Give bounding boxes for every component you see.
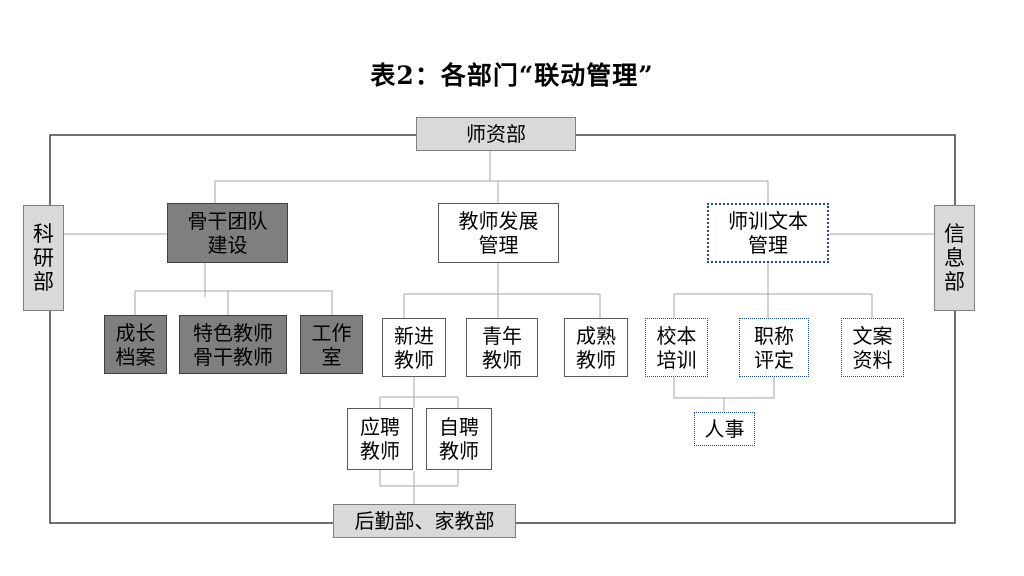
- develop-line-1: 教师发展: [458, 209, 539, 233]
- hired-line-1: 应聘: [360, 415, 400, 439]
- title-eval-line-2: 评定: [754, 347, 794, 372]
- node-young-teachers: 青年 教师: [466, 318, 538, 377]
- node-studio: 工作 室: [300, 315, 363, 374]
- growth-line-2: 档案: [115, 344, 156, 369]
- node-mature-teachers: 成熟 教师: [564, 318, 628, 377]
- node-logistics-family: 后勤部、家教部: [333, 504, 516, 538]
- node-self-hired-teachers: 自聘 教师: [426, 408, 492, 470]
- growth-line-1: 成长: [115, 320, 156, 345]
- hr-label: 人事: [704, 417, 745, 441]
- hired-line-2: 教师: [360, 439, 400, 463]
- mature-line-2: 教师: [576, 347, 616, 372]
- docs-line-1: 文案: [852, 323, 893, 348]
- research-dept-char-2: 研: [33, 245, 54, 270]
- node-logistics-family-label: 后勤部、家教部: [354, 509, 495, 533]
- title-eval-line-1: 职称: [754, 323, 794, 348]
- node-title-evaluation: 职称 评定: [739, 318, 809, 377]
- research-dept-char-1: 科: [33, 221, 54, 246]
- mature-line-1: 成熟: [576, 323, 616, 348]
- node-research-dept: 科 研 部: [23, 205, 64, 311]
- node-new-teachers: 新进 教师: [382, 318, 446, 377]
- diagram-title: 表2：各部门“联动管理”: [370, 61, 654, 90]
- studio-line-1: 工作: [311, 320, 352, 345]
- backbone-line-1: 骨干团队: [187, 209, 268, 233]
- studio-line-2: 室: [321, 344, 342, 369]
- backbone-line-2: 建设: [207, 233, 248, 257]
- info-dept-char-1: 信: [944, 221, 965, 246]
- node-info-dept: 信 息 部: [934, 205, 975, 311]
- node-documents: 文案 资料: [841, 318, 904, 377]
- training-line-1: 师训文本: [728, 209, 808, 233]
- self-line-1: 自聘: [439, 415, 479, 439]
- training-line-2: 管理: [748, 233, 788, 257]
- school-line-1: 校本: [656, 323, 697, 348]
- node-teacher-resources: 师资部: [416, 117, 576, 151]
- self-line-2: 教师: [439, 439, 479, 463]
- docs-line-2: 资料: [852, 347, 893, 372]
- node-hired-teachers: 应聘 教师: [347, 408, 413, 470]
- new-line-2: 教师: [394, 347, 434, 372]
- research-dept-char-3: 部: [33, 270, 54, 295]
- info-dept-char-3: 部: [944, 270, 965, 295]
- young-line-1: 青年: [482, 323, 522, 348]
- node-hr: 人事: [694, 412, 755, 446]
- develop-line-2: 管理: [478, 233, 519, 257]
- node-backbone-team: 骨干团队 建设: [167, 203, 288, 263]
- featured-line-1: 特色教师: [193, 320, 273, 345]
- node-featured-teachers: 特色教师 骨干教师: [179, 315, 287, 374]
- info-dept-char-2: 息: [944, 245, 965, 270]
- node-teacher-resources-label: 师资部: [466, 122, 526, 146]
- node-growth-archive: 成长 档案: [104, 315, 167, 374]
- node-training-docs: 师训文本 管理: [707, 203, 829, 263]
- node-school-training: 校本 培训: [645, 318, 708, 377]
- node-teacher-development: 教师发展 管理: [438, 203, 559, 263]
- school-line-2: 培训: [656, 347, 697, 372]
- young-line-2: 教师: [482, 347, 522, 372]
- new-line-1: 新进: [394, 323, 434, 348]
- featured-line-2: 骨干教师: [193, 344, 273, 369]
